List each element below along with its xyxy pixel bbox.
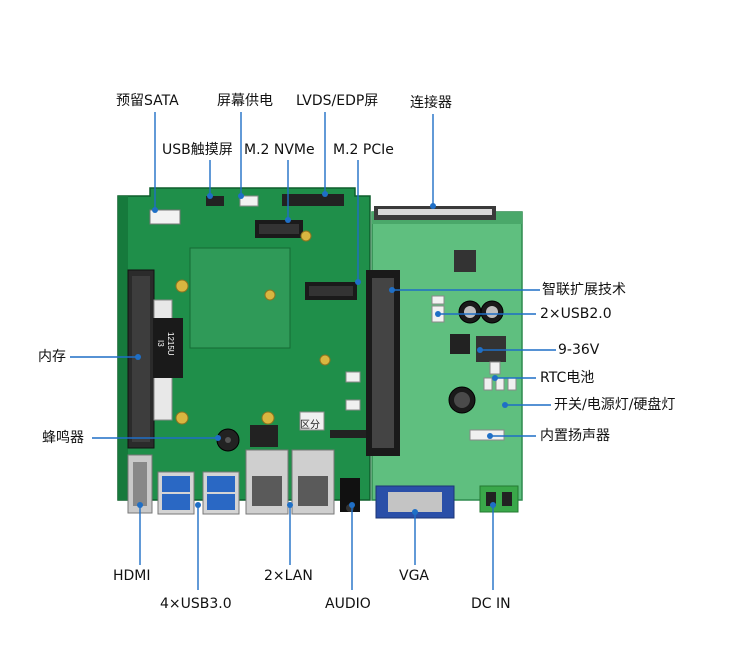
chip-mark-1: I3 <box>156 340 165 347</box>
cpu-chip <box>153 318 183 378</box>
lvds-edp-header <box>282 194 344 206</box>
label-speaker: 内置扬声器 <box>540 428 610 444</box>
chip-mark-2: 1215U <box>166 332 175 356</box>
label-audio: AUDIO <box>325 596 371 612</box>
label-dc-in: DC IN <box>471 596 511 612</box>
speaker-header <box>469 429 505 441</box>
label-smart-expansion: 智联扩展技术 <box>542 282 626 298</box>
callout-lines <box>70 112 556 590</box>
screen-power-header <box>239 195 259 207</box>
label-usb20: 2×USB2.0 <box>540 306 612 322</box>
label-voltage: 9-36V <box>558 342 600 358</box>
label-m2-nvme: M.2 NVMe <box>244 142 315 158</box>
label-hdmi: HDMI <box>113 568 151 584</box>
main-board <box>117 187 371 515</box>
audio-jack <box>340 478 360 512</box>
sata-connector <box>149 209 181 225</box>
label-m2-pcie: M.2 PCIe <box>333 142 394 158</box>
board-tag: 区分 <box>300 419 320 431</box>
label-memory: 内存 <box>38 349 66 365</box>
label-lan: 2×LAN <box>264 568 313 584</box>
label-screen-power: 屏幕供电 <box>217 93 273 109</box>
label-connector: 连接器 <box>410 95 452 111</box>
label-usb-touch: USB触摸屏 <box>162 142 233 158</box>
label-sata: 预留SATA <box>116 93 179 109</box>
dc-in-terminal <box>479 485 519 513</box>
label-buzzer: 蜂鸣器 <box>42 430 84 446</box>
label-switch-leds: 开关/电源灯/硬盘灯 <box>554 397 676 413</box>
label-usb30: 4×USB3.0 <box>160 596 232 612</box>
expansion-board <box>366 206 523 519</box>
label-rtc: RTC电池 <box>540 370 595 386</box>
callout-dots <box>135 191 508 515</box>
label-vga: VGA <box>399 568 430 584</box>
board-silkscreen: I3 1215U <box>156 332 175 356</box>
usb-touch-header <box>206 196 224 206</box>
label-lvds-edp: LVDS/EDP屏 <box>296 93 379 109</box>
